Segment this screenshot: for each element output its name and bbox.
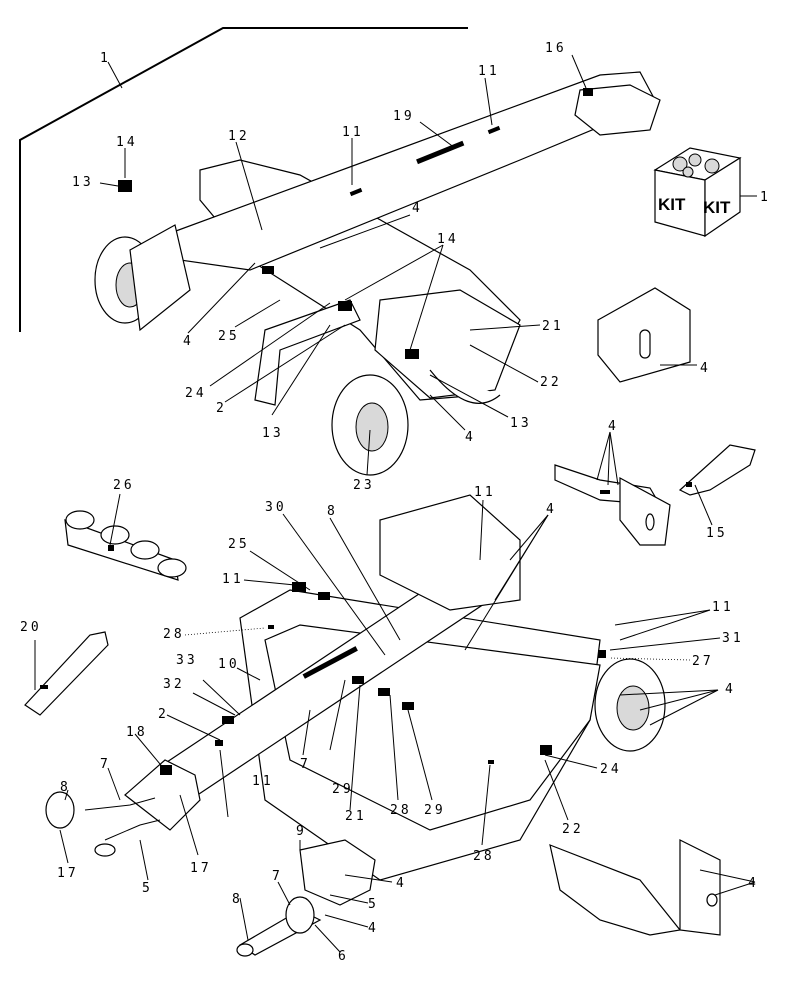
callout-11: 11	[712, 600, 734, 615]
callout-22: 22	[562, 822, 584, 837]
callout-28: 28	[473, 849, 495, 864]
driveline-part	[236, 839, 376, 957]
hitch-bar-part	[24, 631, 109, 716]
callout-4: 4	[412, 201, 423, 216]
callout-28: 28	[390, 803, 412, 818]
callout-11: 11	[478, 64, 500, 79]
callout-31: 31	[722, 631, 744, 646]
callout-1-assembly: 1	[100, 51, 111, 66]
callout-29: 29	[332, 782, 354, 797]
callout-25: 25	[228, 537, 250, 552]
callout-21: 21	[345, 809, 367, 824]
callout-4: 4	[183, 334, 194, 349]
callout-7: 7	[100, 757, 111, 772]
callout-5: 5	[368, 897, 379, 912]
kit-label-right: KIT	[703, 198, 731, 217]
upper-mower-assembly	[94, 71, 661, 476]
callout-13: 13	[510, 416, 532, 431]
kit-box: KIT KIT	[653, 147, 757, 238]
callout-8: 8	[60, 780, 71, 795]
callout-labels: 1 1 13 14 12 11 19 11 16 4 14 4 25 24 2 …	[20, 41, 771, 964]
callout-7: 7	[272, 869, 283, 884]
callout-2: 2	[158, 707, 169, 722]
callout-22: 22	[540, 375, 562, 390]
callout-4: 4	[725, 682, 736, 697]
callout-19: 19	[393, 109, 415, 124]
callout-17: 17	[190, 861, 212, 876]
callout-30: 30	[265, 500, 287, 515]
callout-4: 4	[396, 876, 407, 891]
kit-label-left: KIT	[658, 195, 686, 214]
shield-part	[597, 287, 697, 383]
callout-16: 16	[545, 41, 567, 56]
callout-6: 6	[338, 949, 349, 964]
callout-32: 32	[163, 677, 185, 692]
leader-lines	[34, 54, 756, 953]
callout-24: 24	[185, 386, 207, 401]
callout-24: 24	[600, 762, 622, 777]
callout-11: 11	[342, 125, 364, 140]
lower-mower-assembly	[45, 494, 666, 881]
callout-4: 4	[546, 502, 557, 517]
callout-8: 8	[232, 892, 243, 907]
callout-18: 18	[126, 725, 148, 740]
callout-11: 11	[222, 572, 244, 587]
callout-13: 13	[262, 426, 284, 441]
callout-27: 27	[692, 654, 714, 669]
callout-12: 12	[228, 129, 250, 144]
callout-13: 13	[72, 175, 94, 190]
callout-17: 17	[57, 866, 79, 881]
callout-20: 20	[20, 620, 42, 635]
callout-28: 28	[163, 627, 185, 642]
bracket-part	[678, 444, 756, 496]
callout-14: 14	[437, 232, 459, 247]
callout-1-kit: 1	[760, 190, 771, 205]
callout-4: 4	[748, 876, 759, 891]
callout-29: 29	[424, 803, 446, 818]
callout-8: 8	[327, 504, 338, 519]
callout-4: 4	[465, 430, 476, 445]
callout-15: 15	[706, 526, 728, 541]
callout-2: 2	[216, 401, 227, 416]
callout-25: 25	[218, 329, 240, 344]
callout-4: 4	[368, 921, 379, 936]
callout-4: 4	[700, 361, 711, 376]
callout-4: 4	[608, 419, 619, 434]
callout-9: 9	[296, 824, 307, 839]
callout-5: 5	[142, 881, 153, 896]
shaft-bracket-part	[554, 464, 671, 546]
callout-11: 11	[252, 774, 274, 789]
assembly-bracket	[19, 27, 468, 332]
callout-26: 26	[113, 478, 135, 493]
callout-23: 23	[353, 478, 375, 493]
callout-33: 33	[176, 653, 198, 668]
callout-7: 7	[300, 757, 311, 772]
callout-11: 11	[474, 485, 496, 500]
callout-14: 14	[116, 135, 138, 150]
blade-assembly-part	[64, 510, 187, 581]
callout-10: 10	[218, 657, 240, 672]
callout-21: 21	[542, 319, 564, 334]
side-panels-part	[549, 839, 721, 936]
